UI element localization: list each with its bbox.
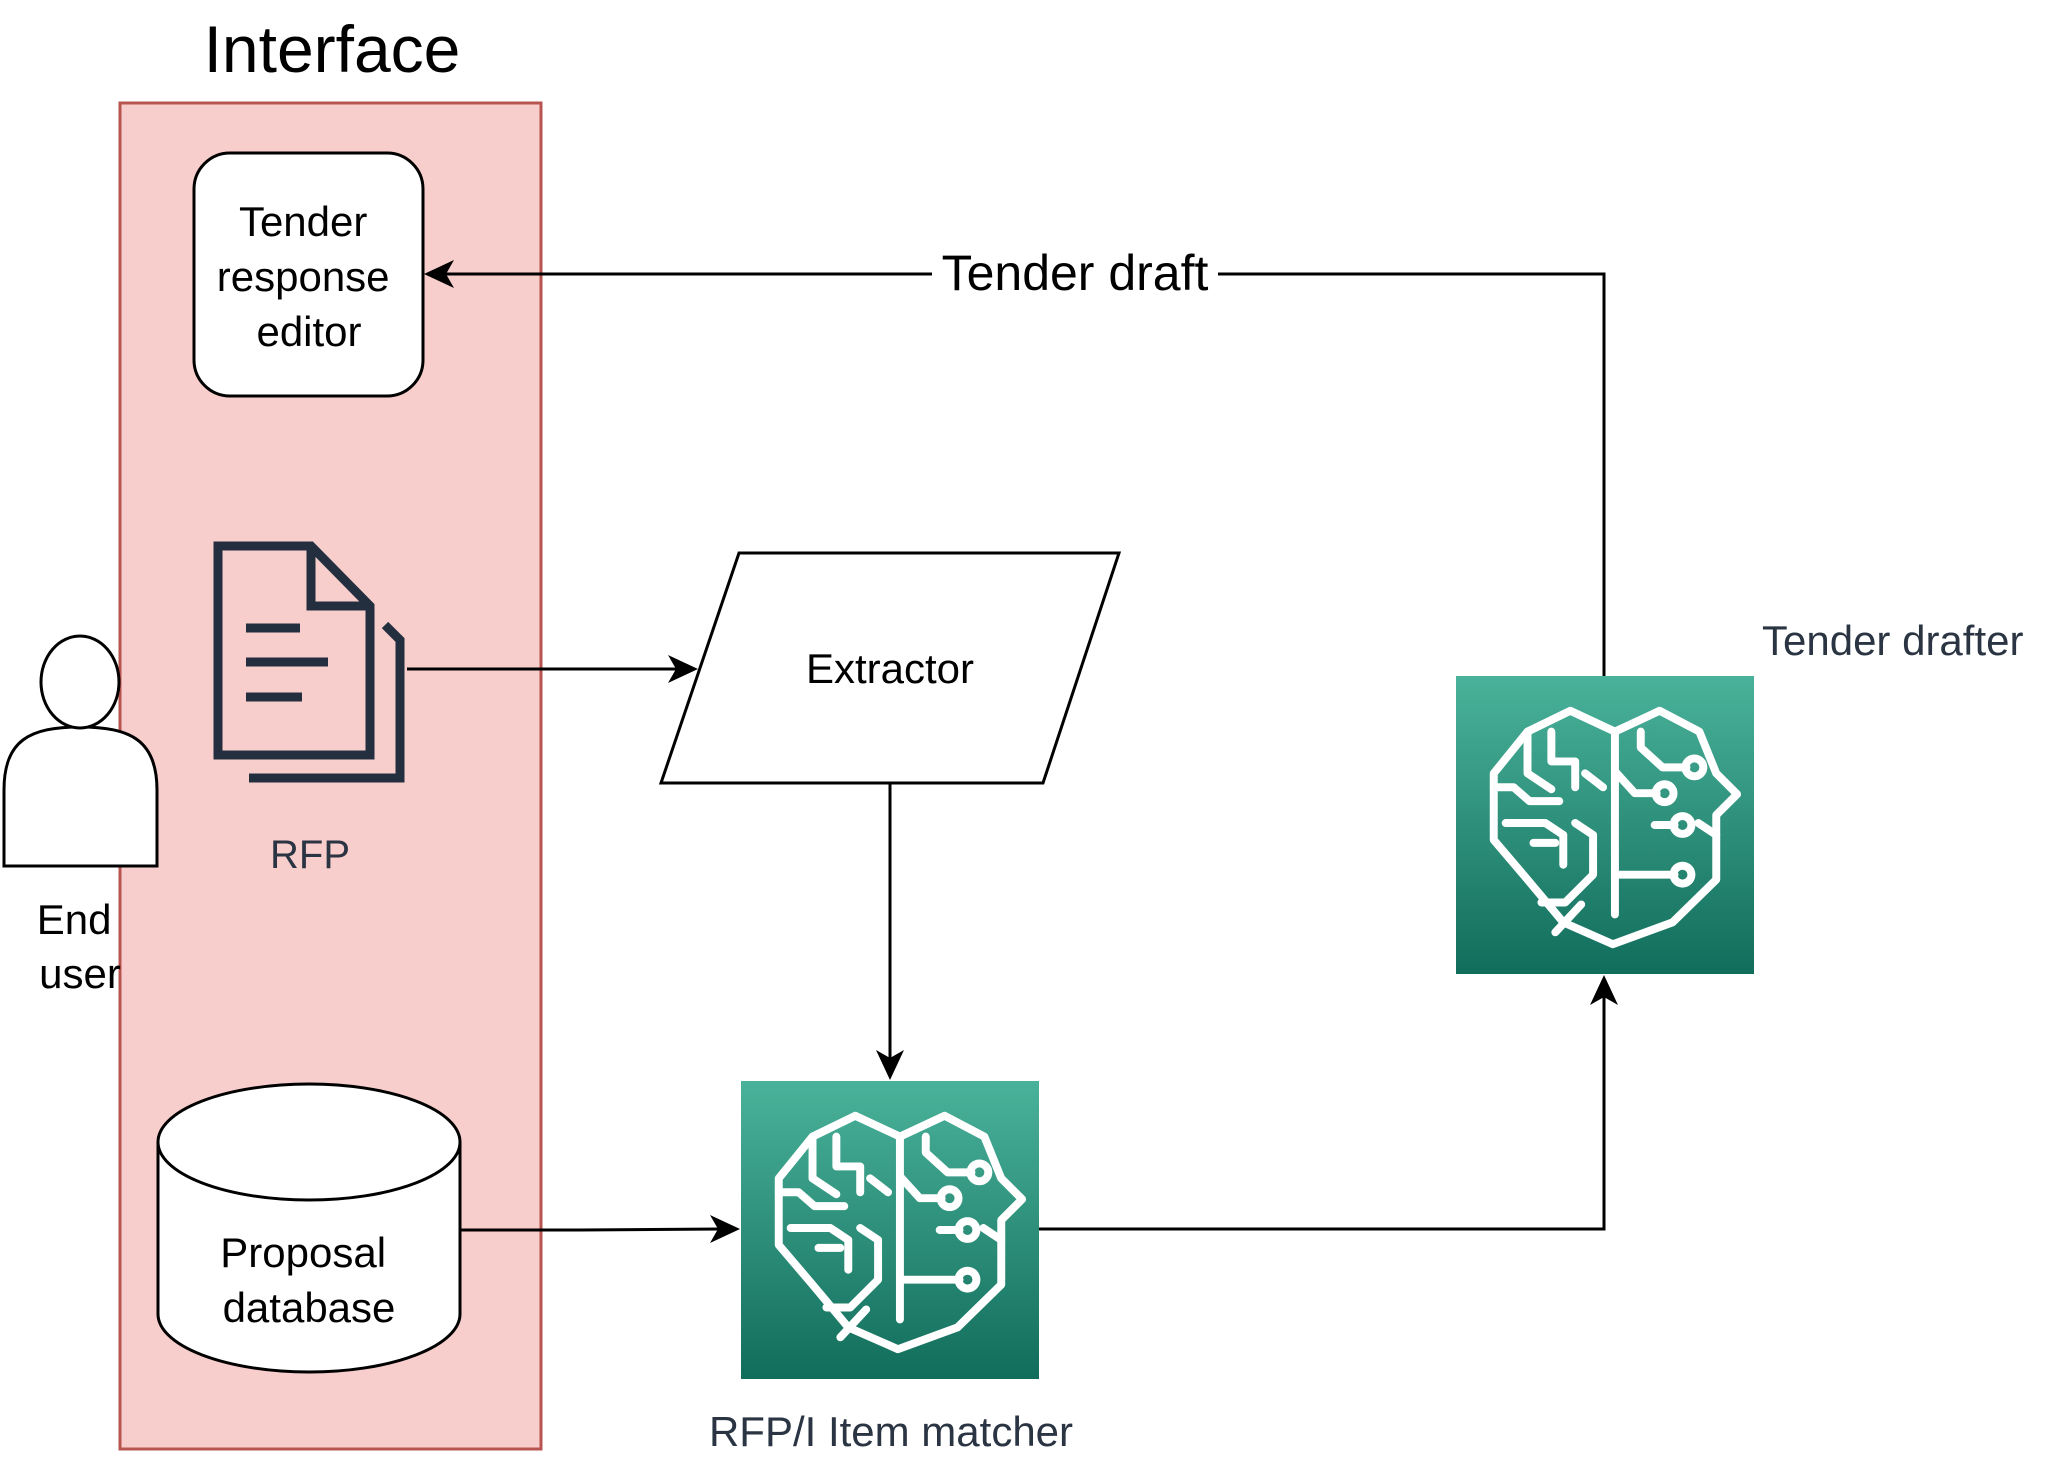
end-user-icon[interactable] [2, 634, 159, 868]
extractor-label: Extractor [806, 645, 974, 692]
end-user-line-2: user [39, 950, 121, 997]
proposal-database-line-2: database [223, 1284, 396, 1331]
rfp-label: RFP [270, 833, 350, 877]
end-user-line-1: End [37, 896, 112, 943]
rfp-document-icon[interactable] [213, 541, 405, 783]
tender-response-editor-line-2: response [217, 253, 390, 300]
edge-matcher-to-drafter [1039, 975, 1618, 1231]
tender-response-editor-line-1: Tender [239, 198, 367, 245]
interface-title: Interface [204, 12, 461, 86]
edge-database-to-matcher [460, 1215, 740, 1243]
proposal-database-line-1: Proposal [220, 1229, 386, 1276]
item-matcher-label: RFP/I Item matcher [709, 1408, 1073, 1455]
edge-rfp-to-extractor [407, 655, 698, 683]
tender-drafter-node[interactable] [1456, 676, 1754, 974]
item-matcher-node[interactable] [741, 1081, 1039, 1379]
svg-text:End user: End user [37, 896, 123, 997]
extractor-node[interactable]: Extractor [658, 551, 1122, 785]
edge-extractor-to-matcher [876, 783, 904, 1080]
proposal-database-node[interactable]: Proposal database [156, 1082, 462, 1374]
tender-response-editor-line-3: editor [256, 308, 361, 355]
tender-draft-label: Tender draft [942, 245, 1209, 301]
tender-response-editor-node[interactable]: Tender response editor [192, 151, 425, 398]
svg-text:Proposal database: Proposal database [220, 1229, 397, 1331]
tender-drafter-label: Tender drafter [1762, 617, 2023, 664]
edge-drafter-to-editor: Tender draft [424, 245, 1606, 676]
svg-text:Tender response ed: Tender response editor [217, 198, 401, 355]
